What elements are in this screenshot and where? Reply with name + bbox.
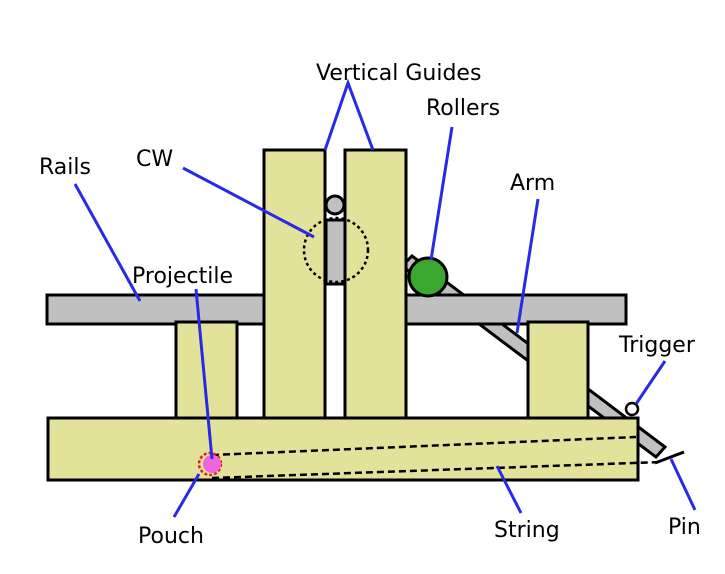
pointer-rails <box>73 183 142 302</box>
pointer-pin <box>669 458 697 511</box>
roller <box>407 256 449 298</box>
vertical-guide-left <box>262 148 327 422</box>
label-cw: CW <box>136 147 173 172</box>
pointer-arm <box>515 198 540 334</box>
projectile <box>203 455 221 473</box>
label-string: String <box>494 518 560 543</box>
counterweight-roller <box>324 194 346 216</box>
support-post-right <box>526 320 590 422</box>
vertical-guide-right <box>343 148 408 422</box>
label-pin: Pin <box>668 515 701 540</box>
base <box>46 416 640 482</box>
pointer-vertical-guides <box>323 78 375 151</box>
counterweight-swing-path <box>302 216 370 284</box>
rail-right <box>404 293 628 326</box>
trigger <box>624 401 640 417</box>
pointer-pouch <box>172 473 201 518</box>
label-projectile: Projectile <box>132 264 233 289</box>
counterweight <box>324 218 347 286</box>
pointer-trigger <box>634 360 667 405</box>
pointer-cw <box>182 166 315 239</box>
pin <box>654 450 685 465</box>
pointer-string <box>495 465 523 514</box>
label-arm: Arm <box>510 171 555 196</box>
pointer-rollers <box>429 126 454 261</box>
label-vertical-guides: Vertical Guides <box>316 61 481 86</box>
label-rollers: Rollers <box>426 96 500 121</box>
label-trigger: Trigger <box>618 333 696 358</box>
string-upper <box>211 435 637 457</box>
label-pouch: Pouch <box>138 524 204 549</box>
string-lower <box>211 460 663 480</box>
pointer-projectile <box>194 288 214 460</box>
rail-left <box>45 293 267 326</box>
label-rails: Rails <box>39 155 91 180</box>
